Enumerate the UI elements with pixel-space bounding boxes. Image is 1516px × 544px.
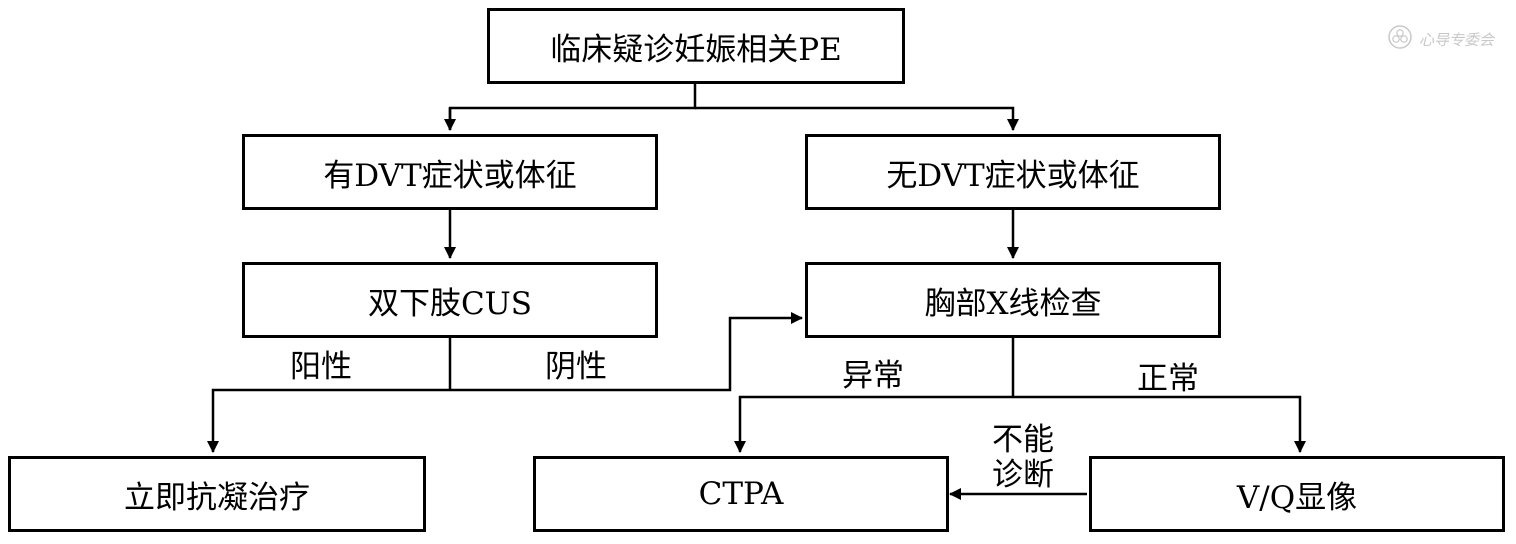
flower-logo-icon bbox=[1387, 24, 1413, 54]
watermark-text: 心导专委会 bbox=[1418, 30, 1494, 49]
node-ctpa-text: CTPA bbox=[698, 476, 784, 512]
label-nondiagnostic-line1: 不能 bbox=[992, 422, 1054, 458]
node-ctpa: CTPA bbox=[533, 456, 949, 532]
node-vq-scan-text: V/Q显像 bbox=[1236, 479, 1358, 516]
node-anticoagulation: 立即抗凝治疗 bbox=[8, 456, 426, 532]
node-cus: 双下肢CUS bbox=[242, 262, 658, 338]
node-dvt-symptoms-no: 无DVT症状或体征 bbox=[805, 134, 1221, 210]
arrow-to-dvt-no bbox=[695, 106, 1019, 131]
node-vq-scan: V/Q显像 bbox=[1089, 456, 1505, 532]
arrow-normal-to-vq bbox=[1013, 395, 1306, 453]
arrow-negative-to-xray bbox=[450, 312, 803, 392]
label-nondiagnostic-line2: 诊断 bbox=[992, 457, 1054, 493]
node-anticoagulation-text: 立即抗凝治疗 bbox=[124, 479, 310, 516]
watermark: 心导专委会 bbox=[1387, 24, 1494, 54]
node-chest-xray-text: 胸部X线检查 bbox=[924, 285, 1102, 322]
node-dvt-symptoms-no-text: 无DVT症状或体征 bbox=[886, 157, 1140, 194]
connector-top-to-branches bbox=[448, 83, 697, 130]
label-positive: 阳性 bbox=[290, 349, 352, 385]
node-dvt-symptoms-yes: 有DVT症状或体征 bbox=[242, 134, 658, 210]
node-chest-xray: 胸部X线检查 bbox=[805, 262, 1221, 338]
label-negative: 阴性 bbox=[545, 349, 607, 385]
label-abnormal: 异常 bbox=[842, 358, 904, 394]
node-dvt-symptoms-yes-text: 有DVT症状或体征 bbox=[323, 157, 577, 194]
node-suspected-pe: 临床疑诊妊娠相关PE bbox=[487, 8, 905, 84]
label-normal: 正常 bbox=[1137, 361, 1199, 397]
arrow-positive-to-anticoag bbox=[207, 388, 450, 453]
node-suspected-pe-text: 临床疑诊妊娠相关PE bbox=[550, 31, 842, 68]
arrow-abnormal-to-ctpa bbox=[734, 395, 1013, 453]
node-cus-text: 双下肢CUS bbox=[367, 285, 533, 322]
